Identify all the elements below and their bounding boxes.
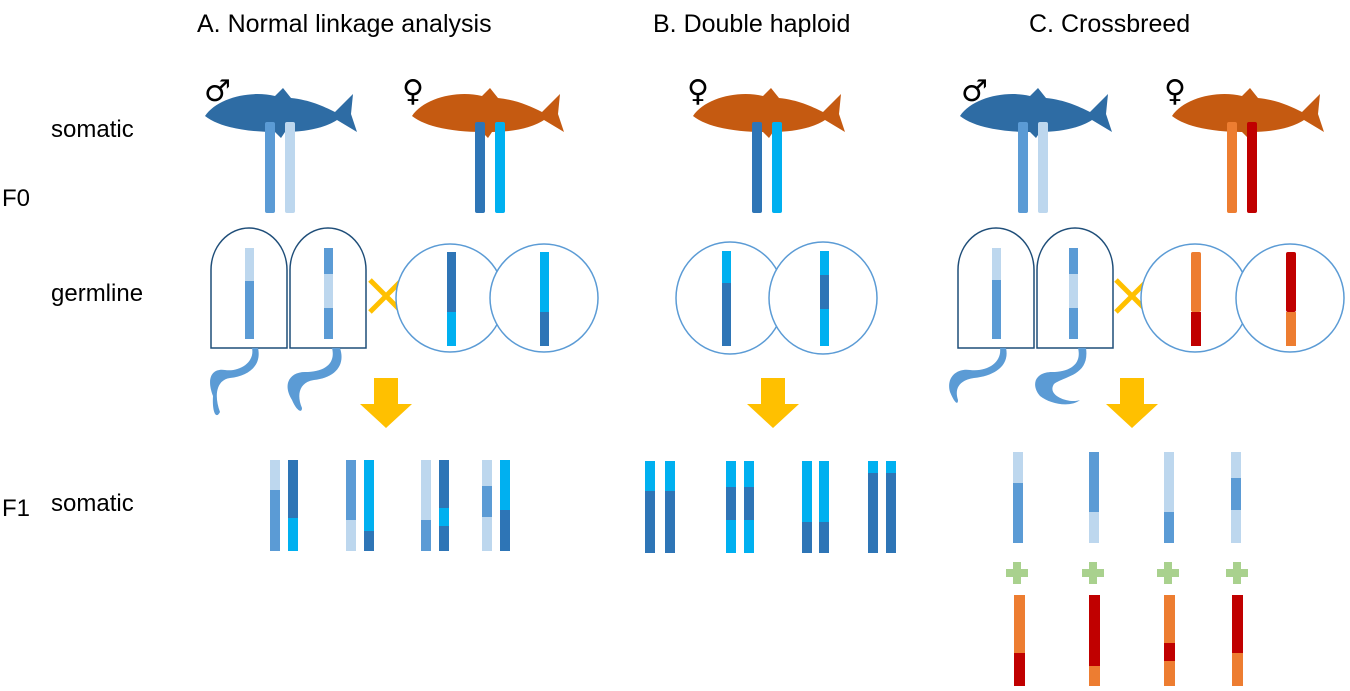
- down-arrow-icon-a: [360, 378, 412, 428]
- male-fish-c: [960, 88, 1112, 138]
- f1-maternal-chromosomes-c: [1014, 595, 1243, 686]
- down-arrow-icon-c: [1106, 378, 1158, 428]
- row-label-somatic-f0: somatic: [51, 116, 134, 143]
- f1-chromosomes-a: [270, 460, 510, 551]
- f1-chromosomes-b: [645, 461, 896, 553]
- eggs-c: [1140, 243, 1345, 353]
- plus-icon-3: [1157, 562, 1179, 584]
- female-fish-a: [412, 88, 564, 138]
- f0-chromosomes-c: [1018, 122, 1257, 213]
- sperm-a-1: [210, 227, 288, 416]
- row-label-somatic-f1: somatic: [51, 490, 134, 517]
- female-symbol-a: ♀: [402, 74, 424, 109]
- f0-chromosomes-b: [752, 122, 782, 213]
- sperm-c-2: [1035, 227, 1114, 405]
- eggs-a: [395, 243, 599, 353]
- f1-paternal-chromosomes-c: [1013, 452, 1241, 543]
- row-label-germline: germline: [51, 280, 144, 307]
- f0-chromosomes-a: [265, 122, 505, 213]
- panel-c-title: C. Crossbreed: [1029, 10, 1191, 38]
- panel-b-title: B. Double haploid: [653, 10, 851, 38]
- panel-a-title: A. Normal linkage analysis: [197, 10, 492, 38]
- eggs-b: [675, 241, 878, 355]
- row-label-f1: F1: [2, 495, 31, 522]
- sperm-a-2: [287, 227, 367, 411]
- female-symbol-b: ♀: [687, 74, 709, 109]
- plus-icon-4: [1226, 562, 1248, 584]
- plus-icon-2: [1082, 562, 1104, 584]
- plus-icon-1: [1006, 562, 1028, 584]
- female-symbol-c: ♀: [1164, 74, 1186, 109]
- down-arrow-icon-b: [747, 378, 799, 428]
- female-fish-b: [693, 88, 845, 138]
- male-fish-a: [205, 88, 357, 138]
- sperm-c-1: [949, 227, 1035, 403]
- row-label-f0: F0: [2, 185, 31, 212]
